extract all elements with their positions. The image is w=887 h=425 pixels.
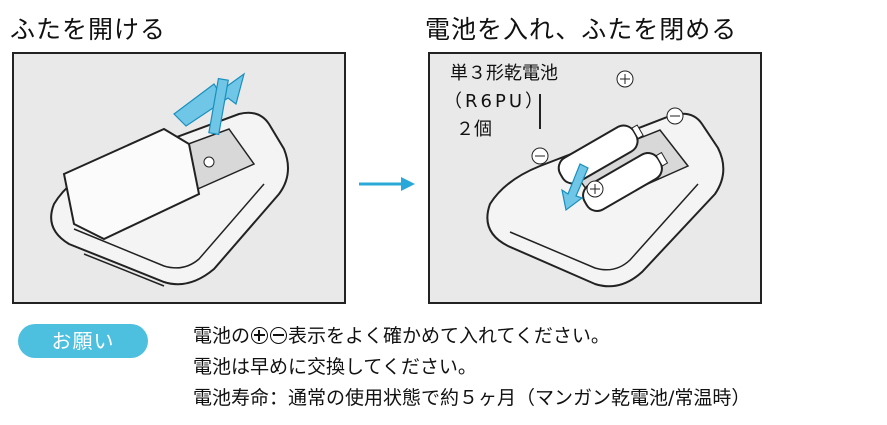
battery-count-label: ２個: [456, 119, 492, 140]
note-polarity-prefix: 電池の: [193, 325, 251, 347]
right-arrow-icon: [359, 177, 415, 191]
note-battery-life: 電池寿命：通常の使用状態で約５ヶ月（マンガン乾電池/常温時）: [193, 387, 751, 409]
step-open-lid-title: ふたを開ける: [10, 15, 167, 44]
note-replace-early: 電池は早めに交換してください。: [193, 356, 477, 378]
note-polarity-suffix: 表示をよく確かめて入れてください。: [288, 325, 610, 347]
minus-polarity-icon: [270, 327, 288, 344]
battery-type-label: 単３形乾電池: [450, 63, 558, 84]
insert-battery-illustration: 単３形乾電池 （R6PU） ２個: [428, 52, 762, 304]
battery-2: [582, 151, 669, 212]
request-badge: お願い: [18, 324, 148, 358]
battery-model-label: （R6PU）: [444, 91, 546, 112]
open-lid-illustration: [12, 52, 346, 304]
plus-polarity-icon: [251, 327, 269, 344]
note-polarity: 電池の 表示をよく確かめて入れてください。: [193, 321, 610, 348]
remote-battery-drawing: [486, 70, 725, 288]
step-insert-battery-title: 電池を入れ、ふたを閉める: [425, 15, 738, 44]
remote-lid-open-drawing: [50, 72, 289, 287]
